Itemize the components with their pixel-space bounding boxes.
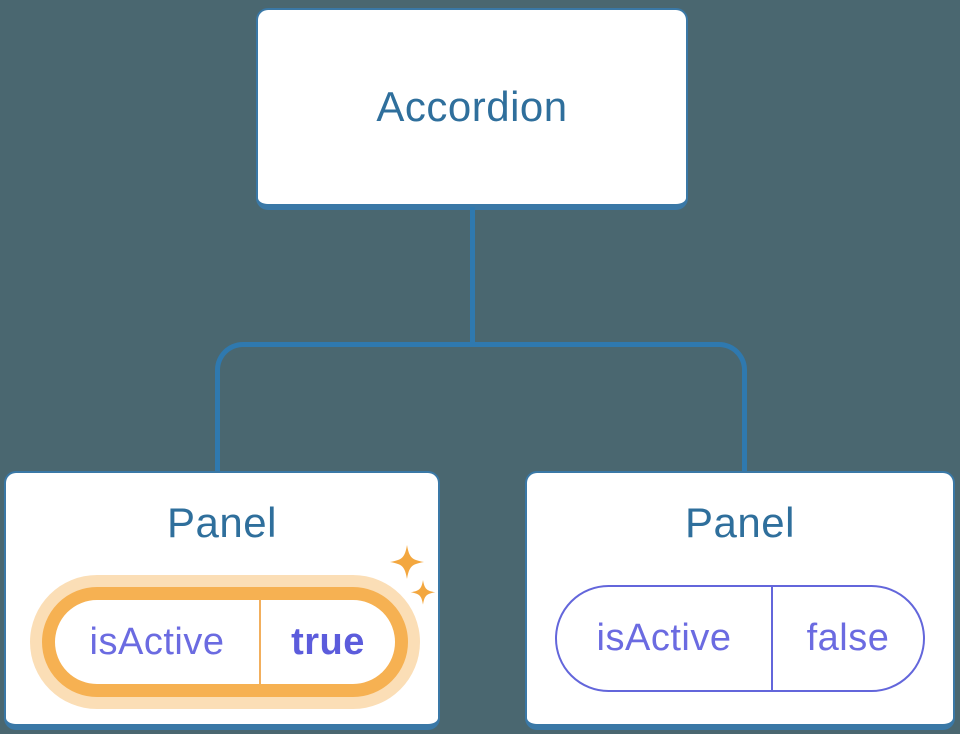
state-pill-active: isActive true: [42, 587, 408, 697]
accordion-node: Accordion: [256, 8, 688, 210]
prop-name: isActive: [89, 620, 225, 663]
pill-divider: [771, 587, 773, 690]
panel-node-active: Panel isActive true: [4, 471, 440, 730]
state-pill-inactive: isActive false: [555, 585, 925, 692]
connector-stem: [470, 207, 475, 345]
pill-divider: [259, 600, 261, 684]
panel-node-inactive: Panel isActive false: [525, 471, 955, 730]
connector-bracket: [215, 342, 747, 471]
accordion-label: Accordion: [376, 83, 568, 130]
sparkle-icon: [390, 545, 436, 605]
prop-name: isActive: [596, 617, 732, 659]
prop-value: false: [806, 617, 890, 659]
panel-label: Panel: [685, 499, 795, 546]
panel-label: Panel: [167, 499, 277, 546]
prop-value: true: [291, 620, 365, 663]
